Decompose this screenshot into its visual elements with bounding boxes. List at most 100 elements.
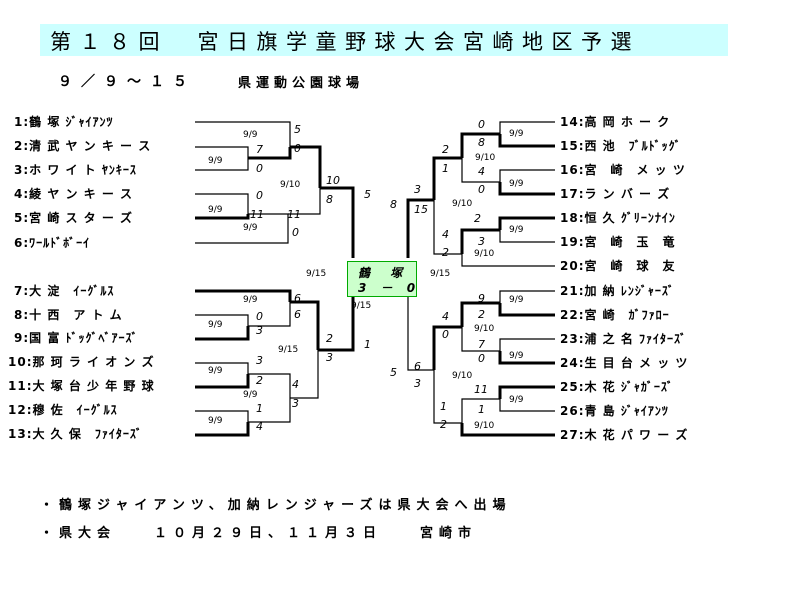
match-score: 3 (478, 235, 485, 248)
match-score: 4 (478, 165, 485, 178)
match-date: 9/9 (243, 223, 258, 233)
match-date: 9/15 (306, 269, 326, 279)
bracket-line-win (460, 228, 500, 254)
match-date: 9/9 (509, 129, 524, 139)
match-score: 2 (478, 308, 485, 321)
team-right-27: 27:木 花 パ ワ ー ズ (560, 428, 689, 442)
bracket-line (499, 230, 555, 243)
team-left-9: 9:国 富 ﾄﾞｯｸﾞﾍﾞｱｰｽﾞ (14, 331, 139, 345)
bracket-line (461, 327, 500, 352)
match-score: 3 (292, 397, 299, 410)
bracket-line-win (248, 147, 292, 160)
bracket-line (195, 314, 249, 326)
match-date: 9/9 (509, 179, 524, 189)
match-score: 2 (256, 374, 263, 387)
team-left-2: 2:清 武 ヤ ン キ ー ス (14, 139, 152, 153)
bracket-line-win (460, 301, 500, 327)
team-left-12: 12:穆 佐 ｲｰｸﾞﾙｽ (8, 403, 118, 417)
bracket-line-win (498, 351, 555, 365)
match-date: 9/15 (351, 301, 371, 311)
match-score: 1 (442, 162, 449, 175)
match-score: 11 (474, 383, 488, 396)
match-date: 9/9 (243, 295, 258, 305)
match-score: 10 (326, 174, 340, 187)
note-prefectural-schedule: ・県大会 １０月２９日、１１月３日 宮崎市 (40, 526, 478, 541)
team-right-18: 18:恒 久 ｸﾞﾘｰﾝﾅｲﾝ (560, 211, 676, 225)
bracket-line-win (498, 216, 555, 230)
title-bar: 第１８回 宮日旗学童野球大会宮崎地区予選 (40, 24, 728, 56)
match-score: 1 (256, 402, 263, 415)
match-score: 2 (442, 246, 449, 259)
match-score: 5 (364, 188, 371, 201)
bracket-line-win (290, 300, 320, 350)
match-score: 3 (326, 351, 333, 364)
match-score: 1 (364, 338, 371, 351)
match-score: 0 (478, 352, 485, 365)
match-score: 4 (292, 378, 299, 391)
match-score: 0 (292, 226, 299, 239)
bracket-line-win (320, 186, 355, 258)
match-score: 4 (442, 310, 449, 323)
match-score: 4 (442, 228, 449, 241)
match-score: 0 (294, 142, 301, 155)
match-score: 0 (256, 162, 263, 175)
bracket-line (195, 121, 291, 147)
match-date: 9/9 (243, 390, 258, 400)
bracket-line-win (432, 156, 462, 200)
team-right-16: 16:宮 崎 メ ッ ツ (560, 163, 686, 177)
bracket-line-win (432, 325, 462, 370)
team-left-4: 4:綾 ヤ ン キ ー ス (14, 187, 134, 201)
bracket-line (290, 350, 319, 399)
match-score: 3 (414, 183, 421, 196)
team-left-11: 11:大 塚 台 少 年 野 球 (8, 379, 155, 393)
bracket-line (499, 169, 555, 182)
page-title: 第１８回 宮日旗学童野球大会宮崎地区予選 (50, 30, 640, 54)
match-score: 6 (294, 292, 301, 305)
match-score: 2 (326, 332, 333, 345)
champion-box: 鶴 塚 3 － 0 (347, 261, 417, 297)
team-left-7: 7:大 淀 ｲｰｸﾞﾙｽ (14, 284, 115, 298)
bracket-line (195, 362, 249, 374)
match-score: 3 (256, 324, 263, 337)
team-right-14: 14:高 岡 ホ ー ク (560, 115, 671, 129)
bracket-line-win (195, 374, 250, 389)
bracket-line (461, 158, 500, 183)
bracket-line (195, 213, 289, 244)
team-left-5: 5:宮 崎 ス タ ー ズ (14, 211, 134, 225)
match-date: 9/10 (452, 371, 472, 381)
bracket-line (461, 398, 500, 423)
team-right-21: 21:加 納 ﾚﾝｼﾞｬｰｽﾞ (560, 284, 675, 298)
match-date: 9/10 (452, 199, 472, 209)
match-score: 8 (326, 193, 333, 206)
bracket-line (499, 290, 555, 303)
match-date: 9/9 (208, 205, 223, 215)
bracket-line-win (498, 303, 555, 317)
bracket-line (499, 399, 555, 412)
champion-name: 鶴 塚 (358, 266, 411, 280)
match-date: 9/9 (509, 395, 524, 405)
match-score: 8 (390, 198, 397, 211)
bracket-line (499, 338, 555, 351)
match-score: 2 (440, 418, 447, 431)
bracket-line (499, 121, 555, 134)
match-score: 0 (478, 183, 485, 196)
team-right-22: 22:宮 崎 ｶﾞﾌｧﾛｰ (560, 308, 670, 322)
team-right-26: 26:青 島 ｼﾞｬｲｱﾝﾂ (560, 404, 669, 418)
match-score: 7 (478, 338, 485, 351)
match-date: 9/10 (474, 249, 494, 259)
match-score: 6 (294, 308, 301, 321)
match-score: 9 (478, 292, 485, 305)
match-date: 9/9 (243, 130, 258, 140)
team-left-13: 13:大 久 保 ﾌｧｲﾀｰｽﾞ (8, 427, 143, 441)
match-score: 0 (442, 328, 449, 341)
team-left-8: 8:十 西 ア ト ム (14, 308, 123, 322)
bracket-line (195, 410, 249, 422)
match-score: 5 (294, 123, 301, 136)
bracket-line (248, 373, 291, 398)
match-date: 9/9 (509, 351, 524, 361)
bracket-line (433, 200, 462, 255)
team-right-23: 23:浦 之 名 ﾌｧｲﾀｰｽﾞ (560, 332, 688, 346)
match-date: 9/10 (474, 421, 494, 431)
match-date: 9/10 (280, 180, 300, 190)
team-left-10: 10:那 珂 ラ イ オ ン ズ (8, 355, 155, 369)
